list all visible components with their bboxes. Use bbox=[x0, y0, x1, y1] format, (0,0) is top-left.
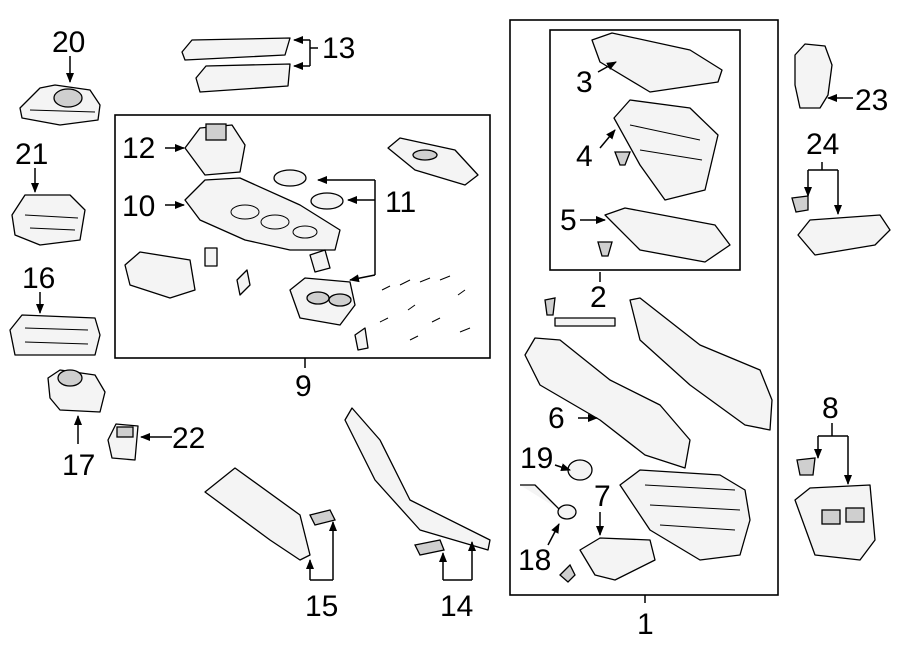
part-20-shift-knob bbox=[19, 84, 101, 126]
callout-18: 18 bbox=[518, 544, 551, 577]
part-8-panel bbox=[794, 457, 876, 561]
part-12-shift-boot bbox=[184, 123, 246, 176]
callout-12: 12 bbox=[122, 132, 155, 165]
callout-10: 10 bbox=[122, 190, 155, 223]
callout-16: 16 bbox=[22, 262, 55, 295]
part-24-switch bbox=[791, 195, 891, 256]
callout-2: 2 bbox=[590, 281, 607, 314]
callout-3: 3 bbox=[576, 66, 593, 99]
part-7-duct bbox=[579, 537, 656, 581]
callout-17: 17 bbox=[62, 449, 95, 482]
callout-7: 7 bbox=[594, 480, 611, 513]
part-14-trim bbox=[344, 407, 491, 556]
part-10-console-panel bbox=[184, 177, 341, 251]
leader-lines bbox=[31, 36, 853, 603]
part-17-controller bbox=[47, 369, 106, 413]
part-3-lid bbox=[591, 32, 723, 93]
callout-4: 4 bbox=[576, 140, 593, 173]
part-23-knob bbox=[794, 43, 833, 109]
callout-1: 1 bbox=[637, 608, 654, 641]
callout-22: 22 bbox=[172, 422, 205, 455]
part-15-trim bbox=[204, 467, 336, 561]
part-21-control-module bbox=[11, 194, 86, 246]
group-frame-2 bbox=[549, 29, 741, 271]
callout-24: 24 bbox=[806, 128, 839, 161]
part-6-side-panels bbox=[524, 297, 773, 469]
callout-13: 13 bbox=[322, 32, 355, 65]
callout-labels: 20 21 16 17 22 13 12 10 11 9 3 4 5 2 6 1… bbox=[15, 26, 888, 641]
callout-15: 15 bbox=[305, 590, 338, 623]
callout-8: 8 bbox=[822, 392, 839, 425]
callout-9: 9 bbox=[295, 370, 312, 403]
part-18-harness bbox=[520, 484, 577, 583]
group-frame-1 bbox=[509, 19, 779, 596]
callout-20: 20 bbox=[52, 26, 85, 59]
part-5-bracket bbox=[597, 207, 731, 263]
callout-23: 23 bbox=[855, 84, 888, 117]
part-13-trays bbox=[181, 37, 291, 93]
part-11-rings bbox=[273, 169, 344, 210]
callout-11: 11 bbox=[385, 186, 416, 219]
callout-6: 6 bbox=[548, 402, 565, 435]
group-frame-9 bbox=[114, 114, 491, 359]
frame-9-small-parts bbox=[124, 137, 479, 351]
part-22-socket bbox=[107, 423, 139, 461]
callout-19: 19 bbox=[520, 442, 553, 475]
part-16-switch-panel bbox=[9, 314, 101, 356]
console-base bbox=[619, 469, 751, 561]
callout-21: 21 bbox=[15, 138, 48, 171]
callout-5: 5 bbox=[560, 204, 577, 237]
part-19-socket bbox=[567, 459, 593, 481]
part-4-shifter-housing bbox=[613, 99, 719, 201]
callout-14: 14 bbox=[440, 590, 473, 623]
